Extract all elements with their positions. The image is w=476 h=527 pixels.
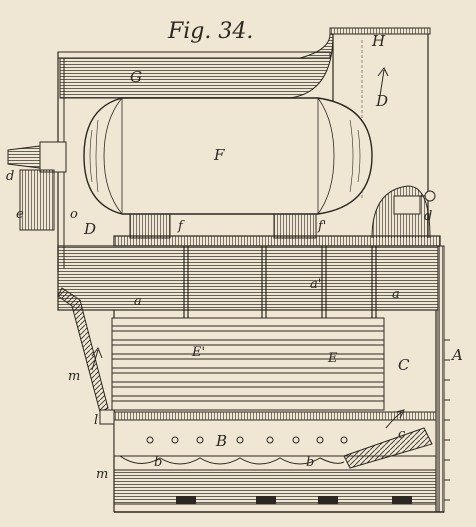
label-b-right: b [306,455,314,470]
label-o: o [70,207,78,222]
fire-tubes-E [111,317,385,411]
label-e: e [16,207,24,222]
figure-title: Fig. 34. [167,19,253,44]
steam-dome-F [83,97,373,215]
label-E-right: E [327,351,338,366]
valve-d [371,185,436,239]
grate-b [113,455,437,505]
door-l [99,409,115,425]
label-b-left: b [154,455,162,470]
label-a-mid: a' [310,277,321,292]
label-C: C [398,356,410,374]
label-D-left: D [83,220,96,238]
firebox-B [113,409,437,469]
boiler-top-plate [113,235,441,247]
label-m-lower: m [96,467,108,482]
label-l: l [94,413,98,428]
label-f-right: f' [317,219,326,234]
dome-connections [129,214,317,239]
label-D-top: D [375,92,388,110]
label-m-upper: m [68,369,80,384]
label-d-left: d [6,169,14,184]
label-E-left: E' [191,345,205,360]
label-B: B [215,432,227,450]
left-casing [7,52,67,272]
rivet-column [444,339,450,501]
label-H: H [371,32,386,50]
label-d-right: d [424,209,432,224]
water-space-a [57,245,439,311]
label-a-right: a [392,287,400,302]
label-f-left: f [177,219,185,234]
label-F: F [213,146,225,164]
label-c: c [398,427,406,442]
label-A: A [450,346,463,364]
label-G: G [130,68,142,86]
label-a-left: a [134,294,142,309]
